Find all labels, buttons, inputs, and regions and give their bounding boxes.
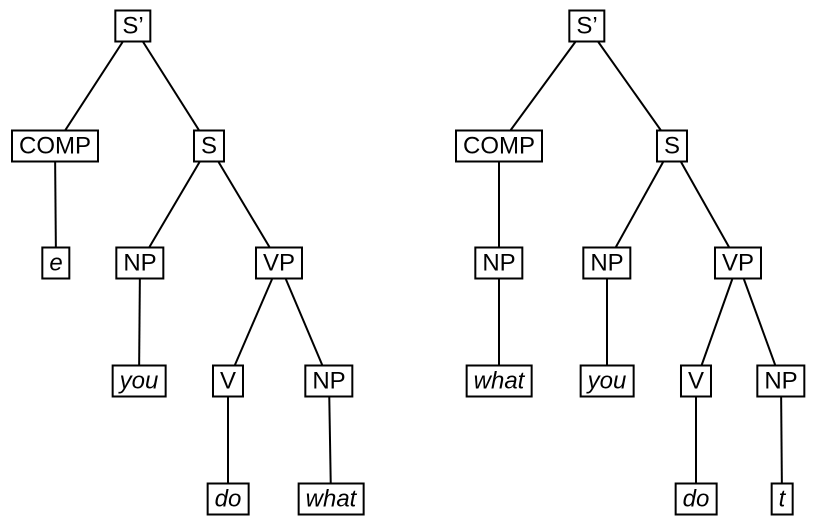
- node-word-do: do: [206, 482, 250, 516]
- node-vp: VP: [254, 246, 304, 280]
- node-word-do: do: [674, 482, 718, 516]
- node-word-what: what: [465, 364, 533, 398]
- node-s-bar: S’: [568, 9, 606, 43]
- node-np-subject: NP: [582, 246, 632, 280]
- node-np-comp: NP: [474, 246, 524, 280]
- node-np-object: NP: [756, 364, 806, 398]
- node-comp: COMP: [11, 129, 99, 163]
- node-s-bar: S’: [114, 9, 152, 43]
- node-s: S: [192, 129, 226, 163]
- node-v: V: [679, 364, 713, 398]
- node-v: V: [211, 364, 245, 398]
- node-comp: COMP: [455, 129, 543, 163]
- node-word-you: you: [111, 364, 167, 398]
- node-s: S: [655, 129, 689, 163]
- node-trace-t: t: [770, 482, 794, 516]
- node-e-empty: e: [41, 246, 71, 280]
- node-np-subject: NP: [115, 246, 165, 280]
- node-vp: VP: [713, 246, 763, 280]
- node-word-what: what: [297, 482, 365, 516]
- node-np-object: NP: [304, 364, 354, 398]
- node-word-you: you: [579, 364, 635, 398]
